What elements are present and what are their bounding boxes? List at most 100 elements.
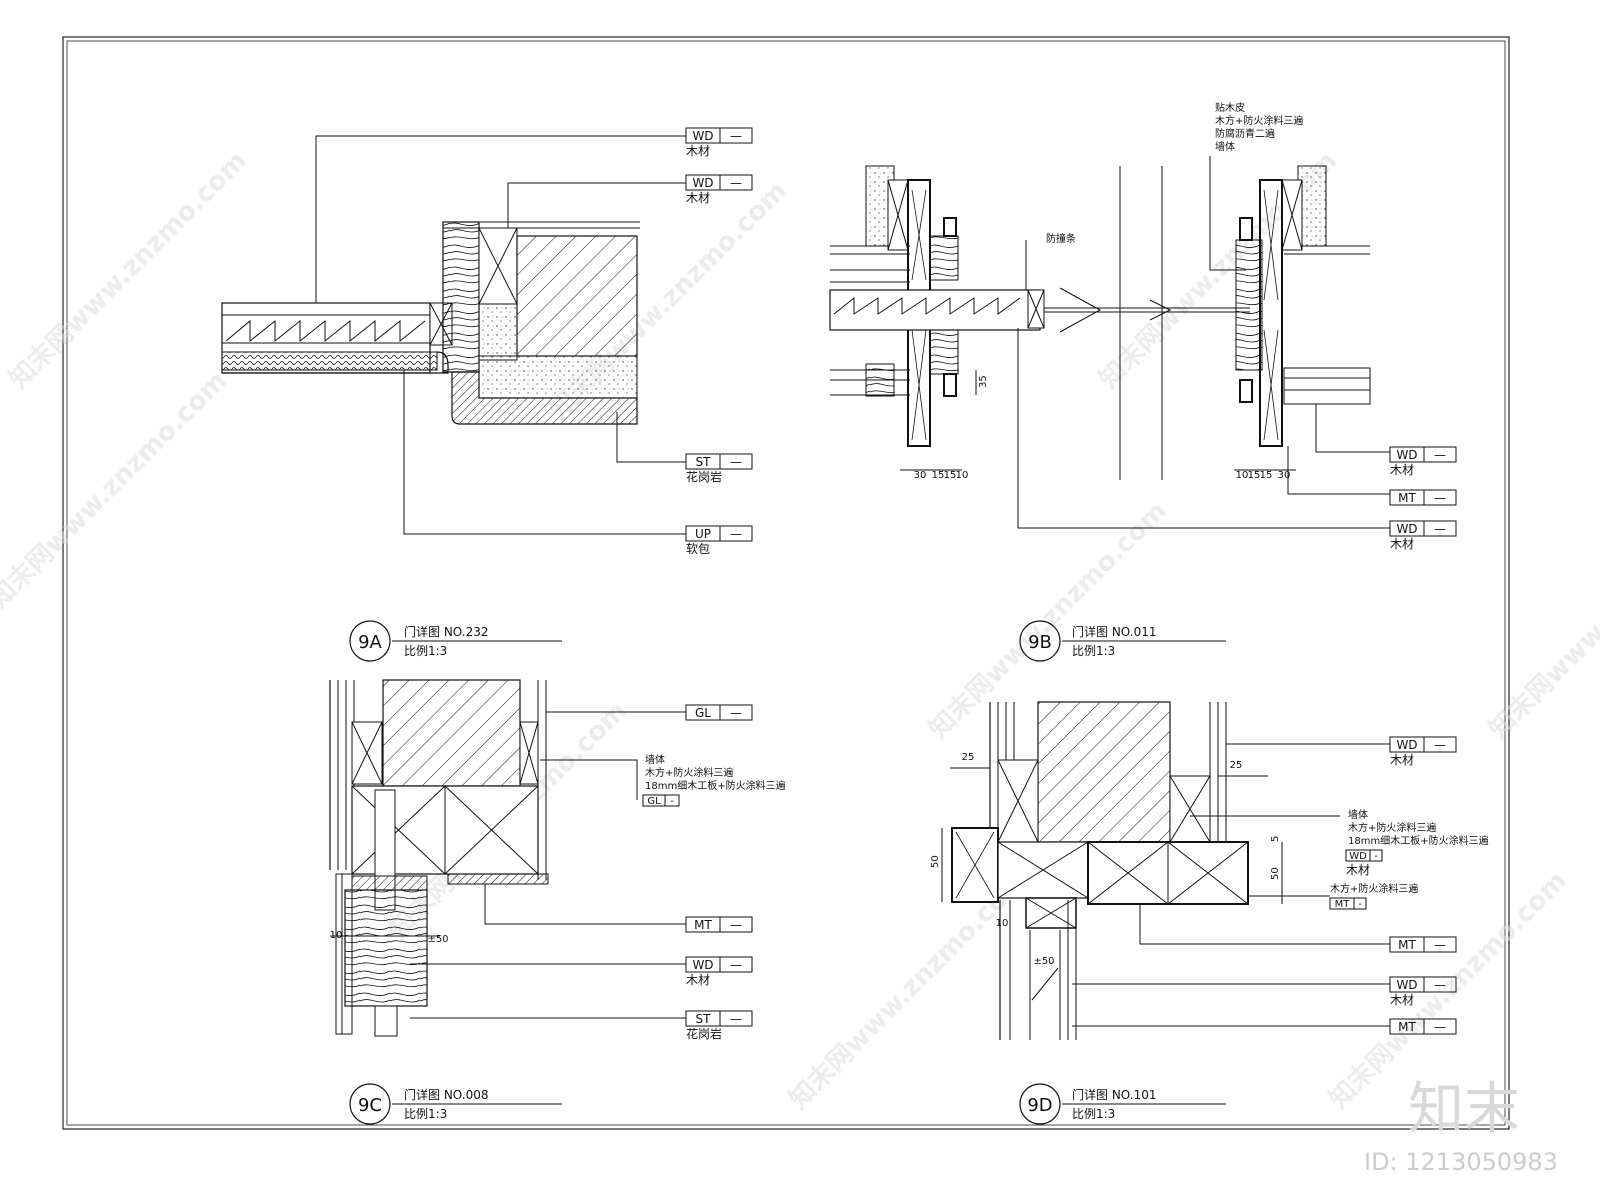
dim-value: 50 <box>1270 867 1281 880</box>
detail-title-9b: 9B 门详图 NO.011 比例1:3 <box>1019 620 1226 662</box>
tag-suffix: — <box>1434 522 1446 536</box>
watermark-text: 知末网www.znzmo.com <box>1484 496 1600 745</box>
tag-code: MT <box>1398 491 1416 505</box>
tag-code: UP <box>695 527 711 541</box>
detail-title: 门详图 NO.011 <box>1072 624 1156 639</box>
tag-code: GL <box>647 796 661 807</box>
dim-value: 25 <box>1230 760 1243 771</box>
tag-a3: ST — 花岗岩 <box>685 453 753 484</box>
note-line: 18mm细木工板+防火涂料三遍 <box>645 779 786 792</box>
dim-value: 25 <box>962 752 975 763</box>
tag-label: 木材 <box>1390 753 1414 767</box>
detail-title: 门详图 NO.232 <box>404 624 488 639</box>
tag-c2: MT — <box>685 916 753 933</box>
tag-code: WD <box>1396 978 1417 992</box>
tag-label: 木材 <box>686 191 710 205</box>
detail-scale: 比例1:3 <box>1072 1107 1115 1121</box>
tag-b2: MT — <box>1389 489 1457 506</box>
tag-code: MT <box>1335 899 1351 910</box>
detail-id: 9A <box>358 632 382 653</box>
detail-id: 9B <box>1028 632 1052 653</box>
note-line: 木方+防火涂料三遍 <box>1348 821 1436 834</box>
tag-suffix: — <box>730 918 742 932</box>
tag-label: 木材 <box>1390 537 1414 551</box>
tag-code: MT <box>694 918 712 932</box>
dim-value: ±50 <box>427 934 448 945</box>
tag-code: WD <box>692 958 713 972</box>
dimensions: 30 15 15 10 10 15 15 30 35 10 ±50 25 25 … <box>330 375 1291 967</box>
tag-d4: MT — <box>1389 1018 1457 1035</box>
detail-9c <box>329 679 686 1037</box>
note-line: 木方+防火涂料三遍 <box>645 766 733 779</box>
detail-9d <box>941 701 1390 1040</box>
tag-code: MT <box>1398 1020 1416 1034</box>
tag-c1: GL — <box>685 704 753 721</box>
tag-label: 木材 <box>686 144 710 158</box>
tag-code: MT <box>1398 938 1416 952</box>
dim-value: 15 <box>944 470 957 481</box>
dim-value: 30 <box>914 470 927 481</box>
note-line: 墙体 <box>1215 140 1235 153</box>
tag-code: WD <box>692 129 713 143</box>
watermarks: 知末网www.znzmo.com 知末网www.znzmo.com 知末网www… <box>0 146 1600 1115</box>
tag-c3: WD — 木材 <box>685 956 753 987</box>
note-line: 墙体 <box>1348 808 1368 821</box>
dim-value: 15 <box>1260 470 1273 481</box>
tag-a4: UP — 软包 <box>685 525 753 556</box>
dim-value: 10 <box>956 470 969 481</box>
tag-b1: WD — 木材 <box>1389 446 1457 477</box>
dim-value: 15 <box>1248 470 1261 481</box>
detail-scale: 比例1:3 <box>1072 644 1115 658</box>
tag-c4: ST — 花岗岩 <box>685 1010 753 1041</box>
notes-9b-wall: 贴木皮 木方+防火涂料三遍 防腐沥青二遍 墙体 <box>1215 101 1303 153</box>
dim-value: ±50 <box>1033 956 1054 967</box>
detail-scale: 比例1:3 <box>404 1107 447 1121</box>
dim-value: 10 <box>330 930 343 941</box>
image-id: ID: 1213050983 <box>1364 1148 1558 1176</box>
tag-b3: WD — 木材 <box>1389 520 1457 551</box>
tag-suffix: - <box>1374 851 1378 862</box>
tag-code: WD <box>692 176 713 190</box>
brand-logo: 知末 <box>1408 1077 1520 1142</box>
tag-a2: WD — 木材 <box>685 174 753 205</box>
dim-value: 15 <box>932 470 945 481</box>
tag-d3: WD — 木材 <box>1389 976 1457 1007</box>
detail-title: 门详图 NO.008 <box>404 1087 488 1102</box>
detail-9b <box>829 156 1390 529</box>
tag-code: ST <box>696 455 712 469</box>
detail-title-9d: 9D 门详图 NO.101 比例1:3 <box>1019 1083 1226 1125</box>
tag-suffix: — <box>1434 491 1446 505</box>
note-line: 木方+防火涂料三遍 <box>1330 882 1418 895</box>
detail-title: 门详图 NO.101 <box>1072 1087 1156 1102</box>
note-line: 防腐沥青二遍 <box>1215 127 1275 140</box>
note-bumper-strip: 防撞条 <box>1046 232 1076 245</box>
tag-label: 木材 <box>686 973 710 987</box>
note-line: 墙体 <box>645 753 665 766</box>
tag-code: WD <box>1396 448 1417 462</box>
watermark-text: 知末网www.znzmo.com <box>4 146 253 395</box>
tag-suffix: — <box>730 958 742 972</box>
tag-suffix: — <box>730 1012 742 1026</box>
tag-label: 花岗岩 <box>686 469 722 484</box>
dim-value: 50 <box>930 855 941 868</box>
detail-9a <box>221 135 686 535</box>
tag-code: WD <box>1349 851 1367 862</box>
watermark-text: 知末网www.znzmo.com <box>0 366 233 615</box>
notes-9c-wall: 墙体 木方+防火涂料三遍 18mm细木工板+防火涂料三遍 GL - <box>642 753 786 807</box>
tag-suffix: — <box>730 706 742 720</box>
tag-code: ST <box>696 1012 712 1026</box>
tag-suffix: — <box>730 129 742 143</box>
detail-title-9c: 9C 门详图 NO.008 比例1:3 <box>349 1083 562 1125</box>
tag-code: WD <box>1396 522 1417 536</box>
tag-suffix: — <box>1434 1020 1446 1034</box>
tag-suffix: — <box>1434 448 1446 462</box>
note-line: 木方+防火涂料三遍 <box>1215 114 1303 127</box>
note-wd-tag: WD - 木材 <box>1345 849 1383 877</box>
tag-code: WD <box>1396 738 1417 752</box>
detail-title-9a: 9A 门详图 NO.232 比例1:3 <box>349 620 562 662</box>
tag-suffix: - <box>1358 899 1362 910</box>
detail-scale: 比例1:3 <box>404 644 447 658</box>
dim-value: 30 <box>1278 470 1291 481</box>
tag-label: 花岗岩 <box>686 1026 722 1041</box>
note-mt-tag: MT - <box>1329 897 1367 910</box>
